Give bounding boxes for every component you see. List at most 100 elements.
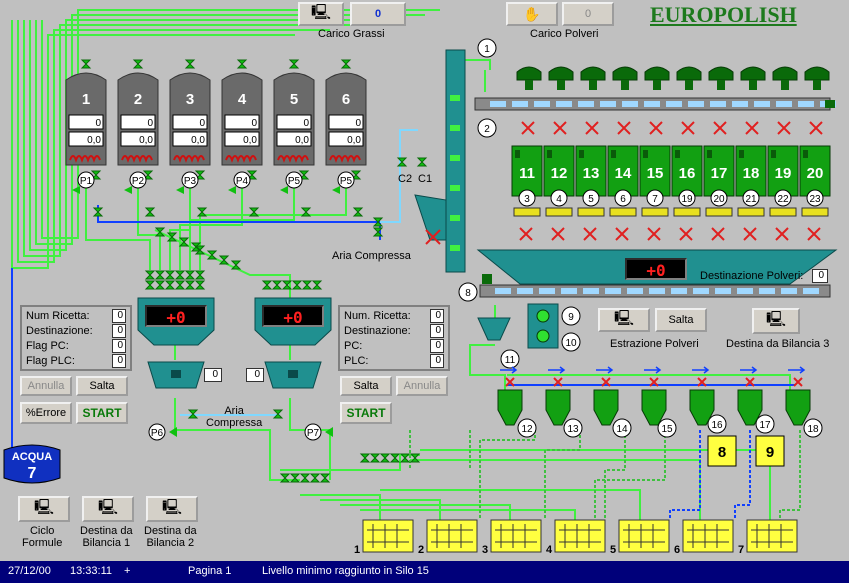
carico-polveri-button[interactable]: ✋ bbox=[506, 2, 558, 26]
feeder-marker bbox=[710, 189, 728, 207]
annulla-button-left[interactable]: Annulla bbox=[20, 376, 72, 396]
small-hopper bbox=[689, 389, 715, 426]
feeder-marker bbox=[550, 189, 568, 207]
heater-coil-icon bbox=[225, 155, 257, 163]
stop-cross-icon bbox=[601, 377, 611, 387]
silo-value-box bbox=[224, 114, 260, 130]
start-button-left[interactable]: START bbox=[76, 402, 128, 424]
estrazione-polveri-button[interactable]: 🖳 bbox=[598, 308, 650, 332]
marker-15-marker-label: 15 bbox=[661, 424, 673, 435]
destina-bilancia-2-button[interactable]: 🖳 bbox=[146, 496, 198, 522]
valve-c2-icon bbox=[396, 157, 408, 167]
silo-value-box bbox=[172, 114, 208, 130]
ciclo-formule-button[interactable]: 🖳 bbox=[18, 496, 70, 522]
bag-discharger-icon bbox=[644, 66, 670, 81]
flow-arrow-icon bbox=[500, 366, 518, 374]
valve-icon bbox=[184, 59, 196, 69]
feeder-number: 21 bbox=[745, 194, 757, 205]
powder-silo-number: 20 bbox=[807, 165, 824, 182]
valve-icon bbox=[144, 207, 156, 217]
carico-polveri-label: Carico Polveri bbox=[530, 28, 599, 40]
feeder-number: 19 bbox=[681, 194, 693, 205]
valve-icon bbox=[288, 59, 300, 69]
marker-10-marker bbox=[561, 332, 581, 352]
conveyor-motor-icon bbox=[482, 274, 492, 284]
salta-button-left[interactable]: Salta bbox=[76, 376, 128, 396]
destination-number: 3 bbox=[482, 544, 488, 556]
salta-estrazione-button[interactable]: Salta bbox=[655, 308, 707, 332]
feeder-marker bbox=[518, 189, 536, 207]
elevator-bucket bbox=[450, 215, 460, 221]
powder-silo-number: 19 bbox=[775, 165, 792, 182]
small-hopper bbox=[497, 389, 523, 426]
silo-value-box bbox=[68, 114, 104, 130]
pump-marker bbox=[337, 171, 355, 189]
silo-sensor-icon bbox=[803, 150, 808, 158]
destination-number: 1 bbox=[354, 544, 360, 556]
stop-cross-icon bbox=[551, 227, 565, 241]
valve-icon bbox=[154, 270, 166, 280]
small-hopper bbox=[545, 389, 571, 426]
valve-icon bbox=[164, 270, 176, 280]
silo-sensor-icon bbox=[739, 150, 744, 158]
valve-icon bbox=[279, 473, 291, 483]
feeder-marker bbox=[646, 189, 664, 207]
estrazione-polveri-label: Estrazione Polveri bbox=[610, 338, 699, 350]
screw-feeder-icon bbox=[769, 207, 797, 217]
valve-icon bbox=[144, 280, 156, 290]
start-button-right[interactable]: START bbox=[340, 402, 392, 424]
tank-9-label: 9 bbox=[766, 444, 774, 461]
marker-15-marker bbox=[657, 418, 677, 438]
stop-cross-icon bbox=[521, 121, 535, 135]
conveyor-segment bbox=[781, 288, 797, 294]
tank-8-label: 8 bbox=[718, 444, 726, 461]
feeder-number: 6 bbox=[620, 194, 626, 205]
carico-grassi-button[interactable]: 🖳 bbox=[298, 2, 344, 26]
pump-label: P1 bbox=[80, 176, 93, 187]
conveyor-segment bbox=[495, 288, 511, 294]
ciclo-formule-label: Ciclo Formule bbox=[22, 525, 63, 549]
bag-discharger-icon bbox=[708, 66, 734, 81]
valve-label-c1: C1 bbox=[418, 173, 433, 185]
stop-cross-icon bbox=[583, 227, 597, 241]
hand-icon: ✋ bbox=[523, 5, 541, 22]
destina-bilancia-1-button[interactable]: 🖳 bbox=[82, 496, 134, 522]
valve-icon bbox=[271, 280, 283, 290]
annulla-button-right[interactable]: Annulla bbox=[396, 376, 448, 396]
elevator-bucket bbox=[450, 185, 460, 191]
errore-button[interactable]: %Errore bbox=[20, 402, 72, 424]
right-panel-row-value: 0 bbox=[430, 324, 444, 338]
valve-icon bbox=[80, 59, 92, 69]
screw-feeder-icon bbox=[641, 207, 669, 217]
salta-button-right[interactable]: Salta bbox=[340, 376, 392, 396]
valve-indicator-icon bbox=[536, 329, 550, 343]
silo-value-box bbox=[68, 131, 104, 147]
marker-11-marker-label: 11 bbox=[505, 355, 516, 366]
silo-value-box bbox=[276, 131, 312, 147]
tank-grid-icon bbox=[367, 524, 409, 548]
conveyor-segment bbox=[688, 101, 704, 107]
conveyor-segment bbox=[754, 101, 770, 107]
conveyor-segment bbox=[644, 101, 660, 107]
acqua-value: 7 bbox=[28, 465, 37, 482]
destina-bilancia-3-button[interactable]: 🖳 bbox=[752, 308, 800, 334]
conveyor-segment bbox=[715, 288, 731, 294]
stop-cross-icon bbox=[809, 121, 823, 135]
left-panel-row-value: 0 bbox=[112, 354, 126, 368]
valve-icon bbox=[399, 453, 411, 463]
carico-polveri-value: 0 bbox=[562, 2, 614, 26]
acqua-label: ACQUA bbox=[12, 451, 52, 463]
left-panel-row-value: 0 bbox=[112, 339, 126, 353]
heater-coil-icon bbox=[69, 155, 101, 163]
pump-icon bbox=[169, 427, 177, 437]
valve-icon bbox=[289, 473, 301, 483]
screw-feeder-icon bbox=[673, 207, 701, 217]
pump-icon bbox=[176, 186, 184, 194]
silo-level-value: 0 bbox=[95, 118, 101, 129]
marker-1-marker bbox=[477, 38, 497, 58]
valve-icon bbox=[248, 207, 260, 217]
conveyor-segment bbox=[759, 288, 775, 294]
silo-sensor-icon bbox=[771, 150, 776, 158]
valve-icon bbox=[309, 473, 321, 483]
